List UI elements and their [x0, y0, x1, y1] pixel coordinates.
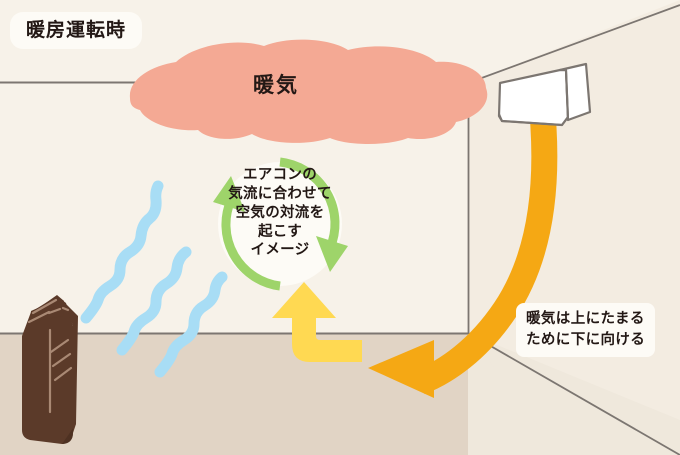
- updraft-arrow-shape: [272, 282, 360, 362]
- sofa-line-7: [53, 366, 73, 382]
- downdraft-arrow-head: [368, 340, 434, 398]
- sofa-backrest: [30, 295, 64, 322]
- convection-arrowhead-left: [213, 176, 245, 212]
- updraft-arrow-tail: [348, 340, 362, 362]
- sofa-line-2: [27, 310, 51, 324]
- sofa-line-4: [61, 306, 70, 312]
- ceiling-line-right: [467, 4, 680, 84]
- side-note-text: 暖気は上にたまる ために下に向ける: [516, 303, 656, 358]
- convection-arc-left: [221, 198, 281, 291]
- warm-air-label: 暖気: [253, 73, 299, 97]
- squiggle-group: [80, 180, 228, 378]
- convection-arrowhead-right: [316, 236, 348, 272]
- squiggle-2: [116, 246, 192, 356]
- sofa-body: [22, 296, 73, 444]
- sofa-arm: [64, 302, 78, 433]
- convection-arc-right: [279, 157, 340, 250]
- squiggle-3: [154, 271, 228, 378]
- sofa-line-5: [49, 338, 70, 354]
- downdraft-arrow-curve: [415, 119, 558, 395]
- squiggle-1: [80, 180, 164, 324]
- ac-edge-divider: [565, 69, 569, 119]
- sofa-line-1: [31, 298, 58, 315]
- ac-vent-lip: [498, 113, 569, 127]
- ac-front-panel: [497, 68, 570, 127]
- title-badge: 暖房運転時: [10, 12, 143, 50]
- convection-circle-fill: [218, 162, 342, 286]
- warm-cloud-shape: [129, 39, 488, 145]
- convection-note-text: エアコンの 気流に合わせて 空気の対流を 起こす イメージ: [228, 167, 332, 259]
- floor-line-right: [467, 332, 680, 455]
- sofa-highlights: [27, 298, 73, 414]
- sofa-line-6: [51, 352, 72, 368]
- sofa-line-3: [47, 307, 62, 315]
